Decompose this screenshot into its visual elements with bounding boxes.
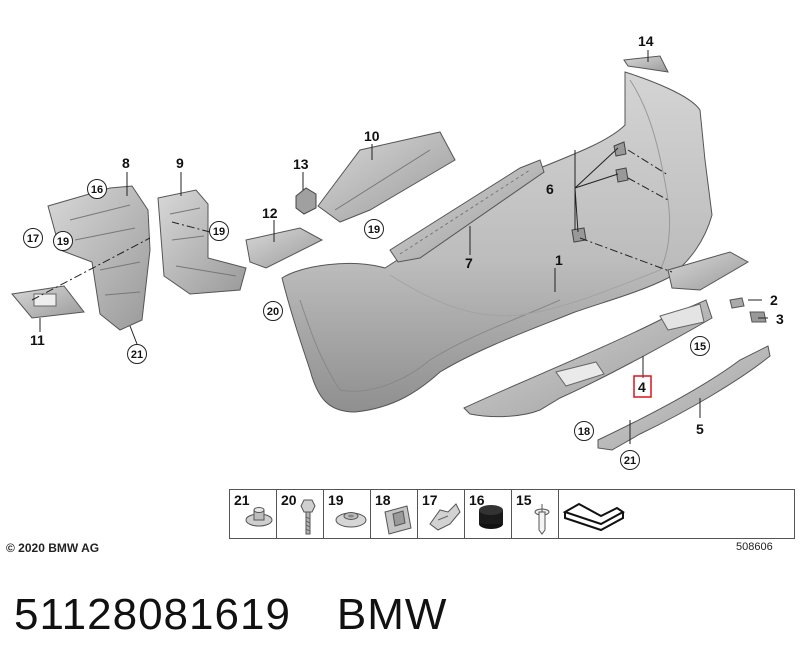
svg-text:19: 19 — [57, 236, 69, 248]
circled-callout-15: 15 — [690, 336, 710, 356]
leader-lines — [39, 50, 768, 444]
callout-9: 9 — [176, 155, 184, 171]
callout-8: 8 — [122, 155, 130, 171]
callout-7: 7 — [465, 255, 473, 271]
right-reflector-part — [667, 251, 767, 323]
reflector-part — [11, 285, 85, 319]
copyright-notice: © 2020 BMW AG — [6, 541, 100, 555]
legend-item-21: 21 — [230, 490, 277, 538]
highlight-frame — [633, 375, 652, 398]
callout-14: 14 — [638, 33, 654, 49]
top-trim-strip-part — [623, 55, 669, 73]
brand-name: BMW — [336, 590, 448, 639]
part-number: 51128081619 — [14, 590, 291, 639]
callout-13: 13 — [293, 156, 309, 172]
legend-item-16: 16 — [465, 490, 512, 538]
svg-text:20: 20 — [267, 306, 279, 318]
svg-text:17: 17 — [27, 233, 39, 245]
legend-item-15: 15 — [512, 490, 559, 538]
center-bracket-part — [317, 131, 456, 223]
flanged-nut-icon — [245, 507, 273, 527]
callout-2: 2 — [770, 292, 778, 308]
retainer-clip-part — [295, 187, 317, 215]
svg-text:15: 15 — [694, 341, 706, 353]
circled-callout-19-right: 19 — [364, 219, 384, 239]
callout-5: 5 — [696, 421, 704, 437]
left-bracket-part — [47, 185, 151, 331]
callout-10: 10 — [364, 128, 380, 144]
legend-item-17: 17 — [418, 490, 465, 538]
side-bracket-part — [157, 189, 247, 295]
callout-12: 12 — [262, 205, 278, 221]
circled-callout-20: 20 — [263, 301, 283, 321]
bumper-cover-part — [281, 71, 713, 413]
bumper-guide-rail-part — [389, 159, 545, 263]
diffuser-part — [463, 299, 713, 418]
callout-3: 3 — [776, 311, 784, 327]
diagram-id: 508606 — [736, 541, 773, 553]
callout-1: 1 — [555, 252, 563, 268]
washer-nut-icon — [335, 512, 367, 528]
circled-callout-17: 17 — [23, 228, 43, 248]
circled-callout-16: 16 — [87, 179, 107, 199]
expanding-rivet-icon — [534, 504, 550, 535]
hex-screw-icon — [300, 499, 316, 535]
circled-callout-19-left: 19 — [53, 231, 73, 251]
rubber-buffer-icon — [479, 505, 503, 529]
callout-11: 11 — [30, 332, 45, 348]
callout-4: 4 — [638, 379, 646, 395]
alignment-lines — [31, 149, 673, 301]
circled-callout-18: 18 — [574, 421, 594, 441]
bracket-symbol-icon — [562, 502, 625, 532]
svg-text:19: 19 — [213, 226, 225, 238]
legend-item-19: 19 — [324, 490, 371, 538]
legend-item-bracket — [559, 490, 794, 538]
lower-diffuser-part — [597, 345, 771, 451]
circled-callout-19-mid: 19 — [209, 221, 229, 241]
svg-text:16: 16 — [91, 184, 103, 196]
svg-text:18: 18 — [578, 426, 590, 438]
cover-plate-part — [245, 227, 324, 269]
legend-item-18: 18 — [371, 490, 418, 538]
circled-callout-21-left: 21 — [127, 344, 147, 364]
callout-6: 6 — [546, 181, 554, 197]
fastener-legend: 21 20 19 18 17 — [229, 489, 795, 539]
spring-clip-icon — [429, 503, 461, 531]
circled-callout-21-right: 21 — [620, 450, 640, 470]
svg-text:19: 19 — [368, 224, 380, 236]
legend-item-20: 20 — [277, 490, 324, 538]
svg-text:21: 21 — [131, 349, 143, 361]
clip-nut-icon — [384, 505, 412, 535]
caption: 51128081619 BMW — [14, 590, 447, 640]
svg-text:21: 21 — [624, 455, 636, 467]
